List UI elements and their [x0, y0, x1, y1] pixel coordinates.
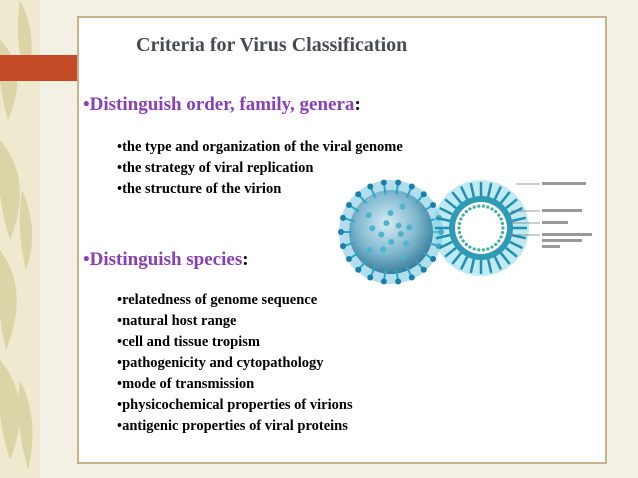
list-item: •mode of transmission [117, 376, 255, 392]
callout-label-bars-icon [542, 182, 592, 248]
list-item: •cell and tissue tropism [117, 334, 260, 350]
heading-colon: : [242, 249, 249, 270]
callout-lines-icon [508, 183, 540, 236]
list-item: •natural host range [117, 313, 237, 329]
heading-text: •Distinguish order, family, genera [83, 94, 355, 115]
section-heading-order-family-genera: •Distinguish order, family, genera: [83, 94, 361, 116]
virion-3d-icon [338, 179, 444, 285]
list-item: •the type and organization of the viral … [117, 139, 403, 155]
heading-text: •Distinguish species [83, 249, 243, 270]
heading-colon: : [354, 94, 361, 115]
slide-title: Criteria for Virus Classification [136, 34, 408, 56]
coronavirus-illustration [336, 168, 602, 296]
genome-criteria-list: •the type and organization of the viral … [117, 137, 403, 200]
list-item: •the structure of the virion [117, 181, 282, 197]
species-criteria-list: •relatedness of genome sequence •natural… [117, 290, 353, 437]
accent-tab [0, 55, 84, 81]
section-heading-species: •Distinguish species: [83, 249, 249, 271]
list-item: •the strategy of viral replication [117, 160, 314, 176]
list-item: •relatedness of genome sequence [117, 292, 318, 308]
list-item: •antigenic properties of viral proteins [117, 418, 348, 434]
list-item: •pathogenicity and cytopathology [117, 355, 324, 371]
virion-cross-section-icon [433, 180, 529, 276]
list-item: •physicochemical properties of virions [117, 397, 353, 413]
